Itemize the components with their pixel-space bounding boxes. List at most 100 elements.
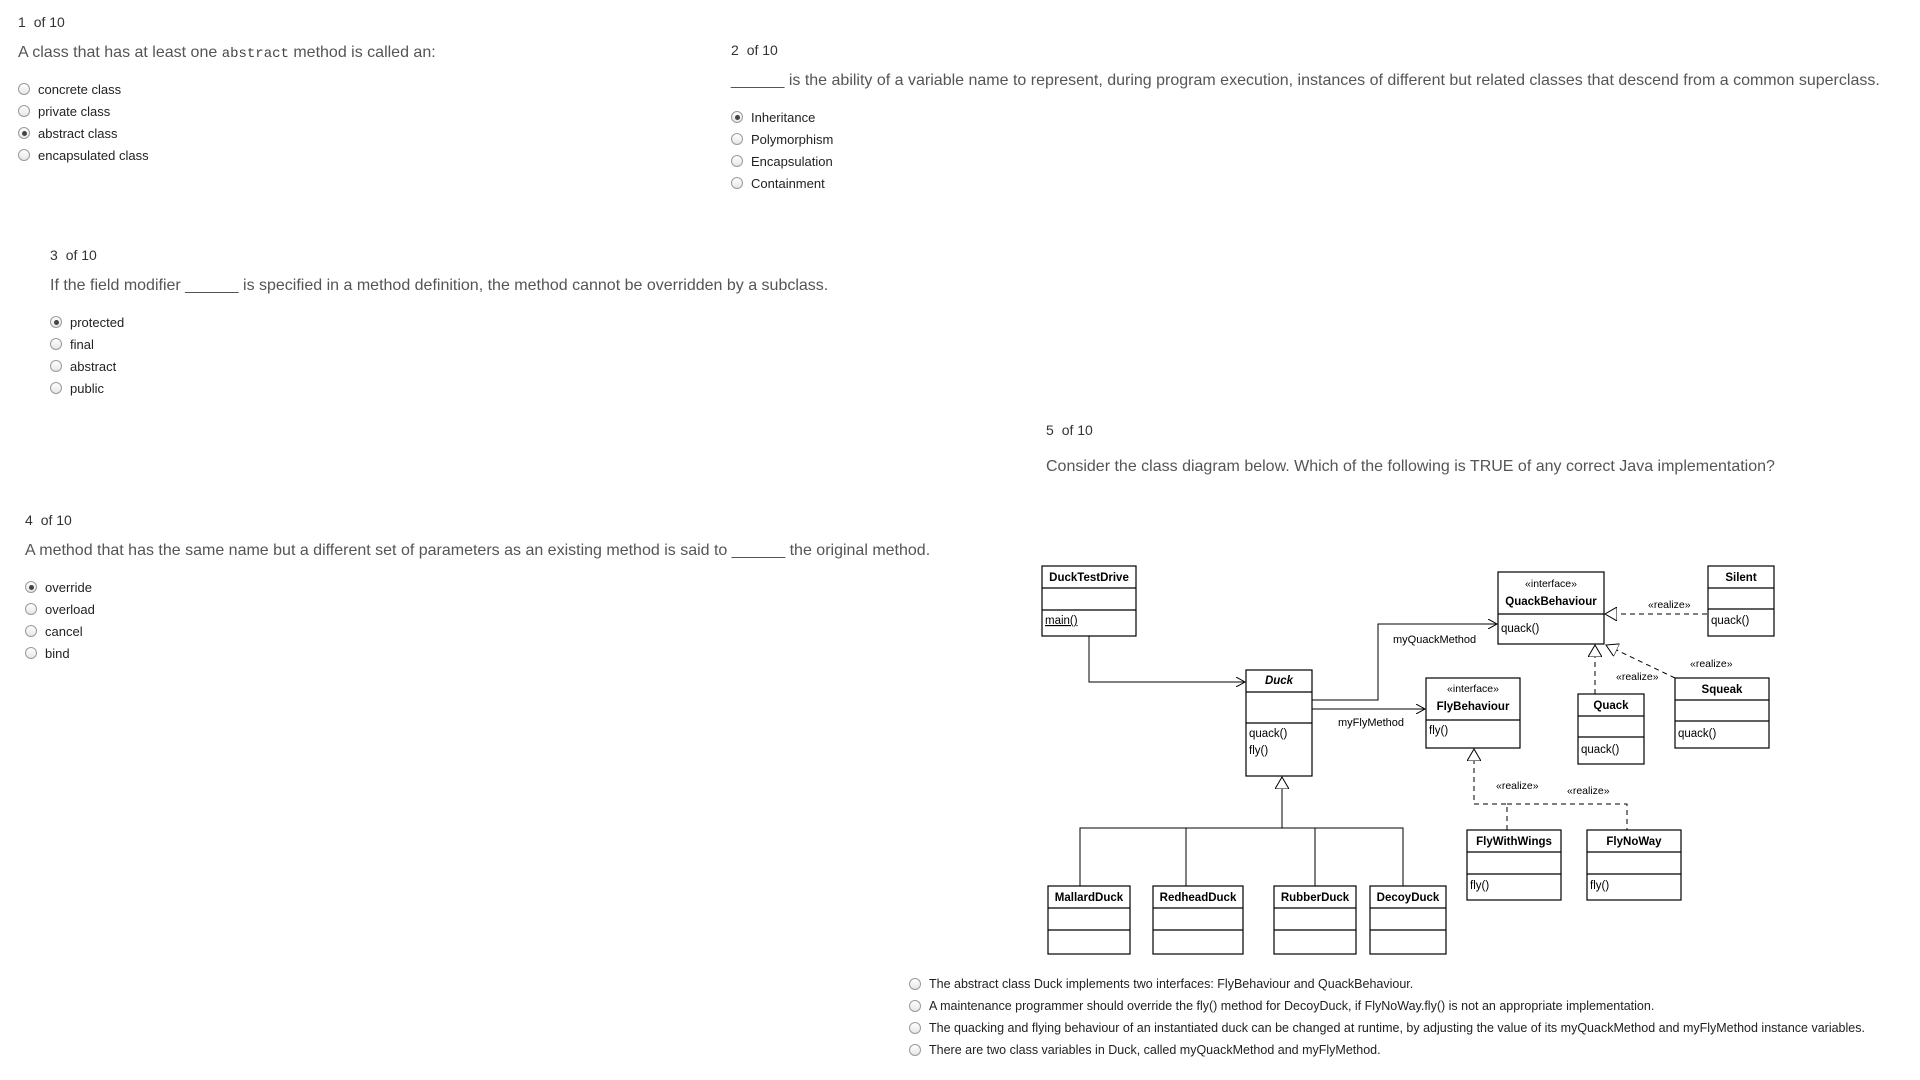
class-name: FlyWithWings: [1476, 836, 1552, 848]
question-number: 2 of 10: [731, 42, 778, 58]
class-name: RedheadDuck: [1160, 892, 1237, 904]
class-silent: [1707, 565, 1775, 637]
radio-button[interactable]: [50, 382, 62, 394]
radio-button[interactable]: [909, 1000, 921, 1012]
class-rubber-duck: [1273, 885, 1357, 955]
question-3: 3 of 10 If the field modifier ______ is …: [50, 247, 828, 399]
stereotype: «interface»: [1447, 683, 1499, 695]
answer-option[interactable]: The abstract class Duck implements two i…: [909, 973, 1865, 995]
radio-button[interactable]: [731, 155, 743, 167]
answer-option[interactable]: A maintenance programmer should override…: [909, 995, 1865, 1017]
answer-option[interactable]: Inheritance: [731, 106, 1880, 128]
radio-button[interactable]: [18, 105, 30, 117]
class-decoy-duck: [1369, 885, 1447, 955]
answer-option[interactable]: overload: [25, 598, 930, 620]
class-duck: [1245, 669, 1313, 777]
question-text: ______ is the ability of a variable name…: [731, 72, 1880, 89]
question-5: 5 of 10 Consider the class diagram below…: [1046, 422, 1775, 492]
method-name: fly(): [1470, 880, 1489, 892]
answer-option[interactable]: encapsulated class: [18, 144, 436, 166]
class-name: Silent: [1725, 572, 1756, 584]
radio-button[interactable]: [731, 177, 743, 189]
class-name: Squeak: [1702, 684, 1744, 696]
radio-button[interactable]: [25, 647, 37, 659]
answer-option[interactable]: private class: [18, 100, 436, 122]
class-duck-test-drive: [1041, 565, 1137, 637]
radio-button[interactable]: [909, 978, 921, 990]
class-name: Duck: [1265, 675, 1294, 687]
question-5-options: The abstract class Duck implements two i…: [909, 973, 1865, 1061]
realize-label: «realize»: [1616, 671, 1659, 683]
answer-option[interactable]: final: [50, 333, 828, 355]
association-arrow: [1088, 636, 1245, 682]
answer-option[interactable]: concrete class: [18, 78, 436, 100]
method-name: quack(): [1581, 744, 1620, 756]
radio-button-selected[interactable]: [25, 581, 37, 593]
radio-button[interactable]: [25, 603, 37, 615]
answer-option[interactable]: protected: [50, 311, 828, 333]
method-name: quack(): [1678, 728, 1717, 740]
method-name: quack(): [1249, 728, 1288, 740]
method-name: fly(): [1249, 745, 1268, 757]
association-arrow: [1312, 624, 1497, 701]
question-text: Consider the class diagram below. Which …: [1046, 458, 1775, 475]
answer-option[interactable]: There are two class variables in Duck, c…: [909, 1039, 1865, 1061]
question-1: 1 of 10 A class that has at least one ab…: [18, 14, 436, 166]
class-name: FlyNoWay: [1606, 836, 1662, 848]
class-name: Quack: [1593, 700, 1629, 712]
radio-button[interactable]: [18, 83, 30, 95]
class-name: DuckTestDrive: [1049, 572, 1129, 584]
association-label: myQuackMethod: [1393, 634, 1476, 646]
class-fly-behaviour: [1425, 677, 1521, 749]
question-number: 3 of 10: [50, 247, 97, 263]
question-4: 4 of 10 A method that has the same name …: [25, 512, 930, 664]
answer-options: protected final abstract public: [50, 311, 828, 399]
class-redhead-duck: [1152, 885, 1244, 955]
radio-button-selected[interactable]: [50, 316, 62, 328]
question-number: 1 of 10: [18, 14, 65, 30]
answer-option[interactable]: cancel: [25, 620, 930, 642]
stereotype: «interface»: [1525, 578, 1577, 590]
radio-button[interactable]: [50, 360, 62, 372]
method-name: quack(): [1711, 615, 1750, 627]
answer-options: override overload cancel bind: [25, 576, 930, 664]
method-name: fly(): [1429, 725, 1448, 737]
realize-label: «realize»: [1567, 785, 1610, 797]
realize-line: [1606, 645, 1676, 679]
answer-option[interactable]: override: [25, 576, 930, 598]
answer-options: Inheritance Polymorphism Encapsulation C…: [731, 106, 1880, 194]
answer-option[interactable]: Polymorphism: [731, 128, 1880, 150]
radio-button-selected[interactable]: [18, 127, 30, 139]
class-name: MallardDuck: [1055, 892, 1124, 904]
radio-button[interactable]: [909, 1044, 921, 1056]
radio-button[interactable]: [731, 133, 743, 145]
realize-line: [1474, 749, 1508, 830]
question-number: 5 of 10: [1046, 422, 1093, 438]
radio-button[interactable]: [25, 625, 37, 637]
class-name: DecoyDuck: [1377, 892, 1440, 904]
radio-button[interactable]: [909, 1022, 921, 1034]
class-fly-no-way: [1586, 829, 1682, 901]
realize-label: «realize»: [1690, 658, 1733, 670]
realize-label: «realize»: [1496, 780, 1539, 792]
class-name: FlyBehaviour: [1437, 701, 1510, 713]
answer-option[interactable]: public: [50, 377, 828, 399]
radio-button-selected[interactable]: [731, 111, 743, 123]
method-name: main(): [1045, 615, 1078, 627]
class-quack-behaviour: [1497, 571, 1605, 645]
association-label: myFlyMethod: [1338, 717, 1404, 729]
class-quack: [1577, 693, 1645, 765]
answer-option[interactable]: Containment: [731, 172, 1880, 194]
radio-button[interactable]: [50, 338, 62, 350]
class-mallard-duck: [1047, 885, 1131, 955]
question-text: A class that has at least one abstract m…: [18, 44, 436, 62]
answer-option[interactable]: The quacking and flying behaviour of an …: [909, 1017, 1865, 1039]
method-name: quack(): [1501, 623, 1540, 635]
answer-option[interactable]: abstract: [50, 355, 828, 377]
answer-option[interactable]: bind: [25, 642, 930, 664]
radio-button[interactable]: [18, 149, 30, 161]
answer-option[interactable]: abstract class: [18, 122, 436, 144]
answer-option[interactable]: Encapsulation: [731, 150, 1880, 172]
class-name: RubberDuck: [1281, 892, 1350, 904]
class-fly-with-wings: [1466, 829, 1562, 901]
